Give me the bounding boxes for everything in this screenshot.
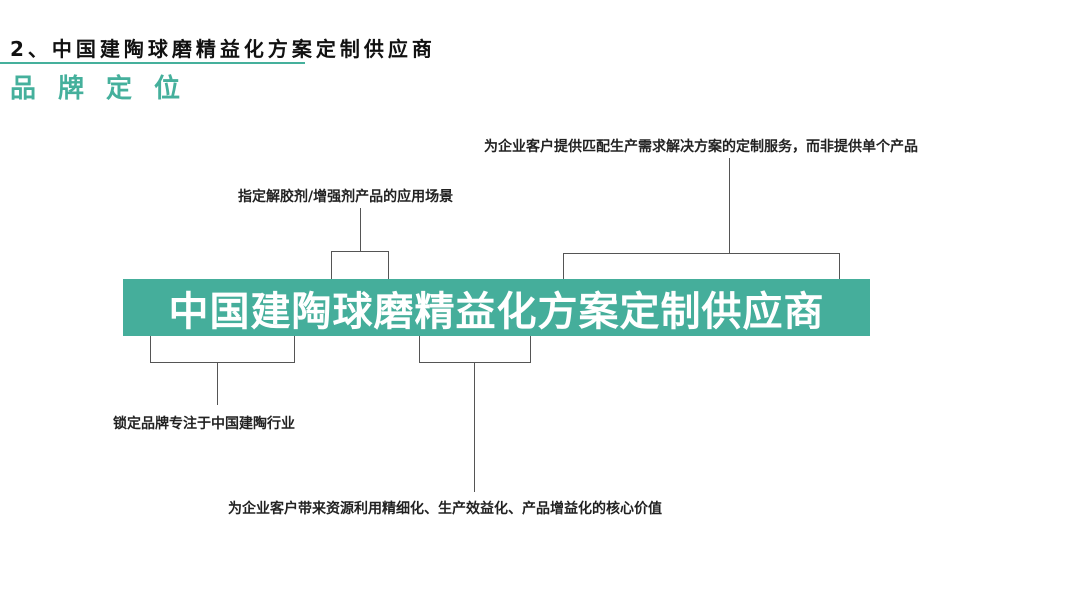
connector-line	[331, 251, 389, 252]
section-title: 2、中国建陶球磨精益化方案定制供应商	[10, 37, 436, 61]
label-core-value: 为企业客户带来资源利用精细化、生产效益化、产品增益化的核心价值	[228, 501, 662, 517]
center-banner: 中国建陶球磨精益化方案定制供应商	[123, 279, 870, 336]
label-industry-focus: 锁定品牌专注于中国建陶行业	[113, 416, 295, 432]
connector-line	[331, 251, 332, 279]
connector-line	[839, 253, 840, 279]
connector-line	[217, 362, 218, 405]
connector-line	[388, 251, 389, 279]
connector-line	[419, 336, 420, 362]
connector-line	[474, 362, 475, 492]
connector-line	[150, 362, 295, 363]
label-custom-service: 为企业客户提供匹配生产需求解决方案的定制服务，而非提供单个产品	[484, 139, 918, 155]
connector-line	[563, 253, 840, 254]
title-underline	[0, 62, 305, 64]
connector-line	[150, 336, 151, 362]
connector-line	[729, 158, 730, 253]
connector-line	[419, 362, 531, 363]
connector-line	[563, 253, 564, 279]
connector-line	[530, 336, 531, 362]
connector-line	[294, 336, 295, 362]
label-application-scenario: 指定解胶剂/增强剂产品的应用场景	[238, 189, 454, 205]
connector-line	[360, 208, 361, 251]
section-subtitle: 品牌定位	[10, 74, 203, 104]
